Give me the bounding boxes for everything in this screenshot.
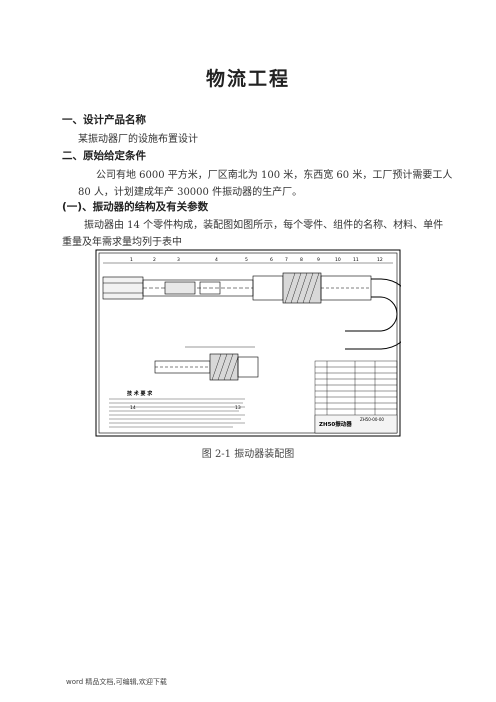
svg-text:9: 9 — [317, 257, 320, 263]
svg-text:2: 2 — [153, 257, 156, 263]
svg-text:14: 14 — [130, 405, 136, 411]
section-3-text-line1: 振动器由 14 个零件构成，装配图如图所示，每个零件、组件的名称、材料、单件 — [84, 220, 444, 231]
svg-text:6: 6 — [270, 257, 273, 263]
svg-text:4: 4 — [215, 257, 218, 263]
section-1-heading: 一、设计产品名称 — [62, 114, 146, 126]
technical-notes: 技 术 要 求 — [109, 390, 245, 428]
drawing-number: ZH50-00-00 — [360, 417, 384, 422]
document-title: 物流工程 — [205, 68, 290, 90]
svg-text:1: 1 — [130, 257, 133, 263]
upper-assembly — [102, 272, 401, 350]
figure-caption: 图 2-1 振动器装配图 — [201, 449, 295, 460]
section-2-heading: 二、原始给定条件 — [62, 150, 146, 162]
svg-text:12: 12 — [377, 257, 383, 263]
page-footer: word 精品文档,可编辑,欢迎下载 — [66, 678, 167, 686]
lower-assembly: 14 13 — [130, 346, 259, 411]
svg-text:13: 13 — [235, 405, 241, 411]
svg-text:8: 8 — [300, 257, 303, 263]
section-2-text-line1: 公司有地 6000 平方米，厂区南北为 100 米，东西宽 60 米，工厂预计需… — [96, 170, 453, 181]
svg-text:10: 10 — [335, 257, 341, 263]
section-1-text: 某振动器厂的设施布置设计 — [78, 134, 198, 145]
section-2-text-line2: 80 人，计划建成年产 30000 件振动器的生产厂。 — [78, 187, 303, 198]
parts-list — [314, 360, 398, 434]
section-3-heading: (一)、振动器的结构及有关参数 — [62, 201, 209, 213]
svg-text:7: 7 — [285, 257, 288, 263]
svg-text:5: 5 — [245, 257, 248, 263]
notes-title: 技 术 要 求 — [127, 390, 153, 397]
svg-text:11: 11 — [353, 257, 359, 263]
section-3-text-line2: 重量及年需求量均列于表中 — [62, 237, 182, 248]
svg-text:3: 3 — [177, 257, 180, 263]
product-name: ZH50振动器 — [319, 420, 352, 428]
